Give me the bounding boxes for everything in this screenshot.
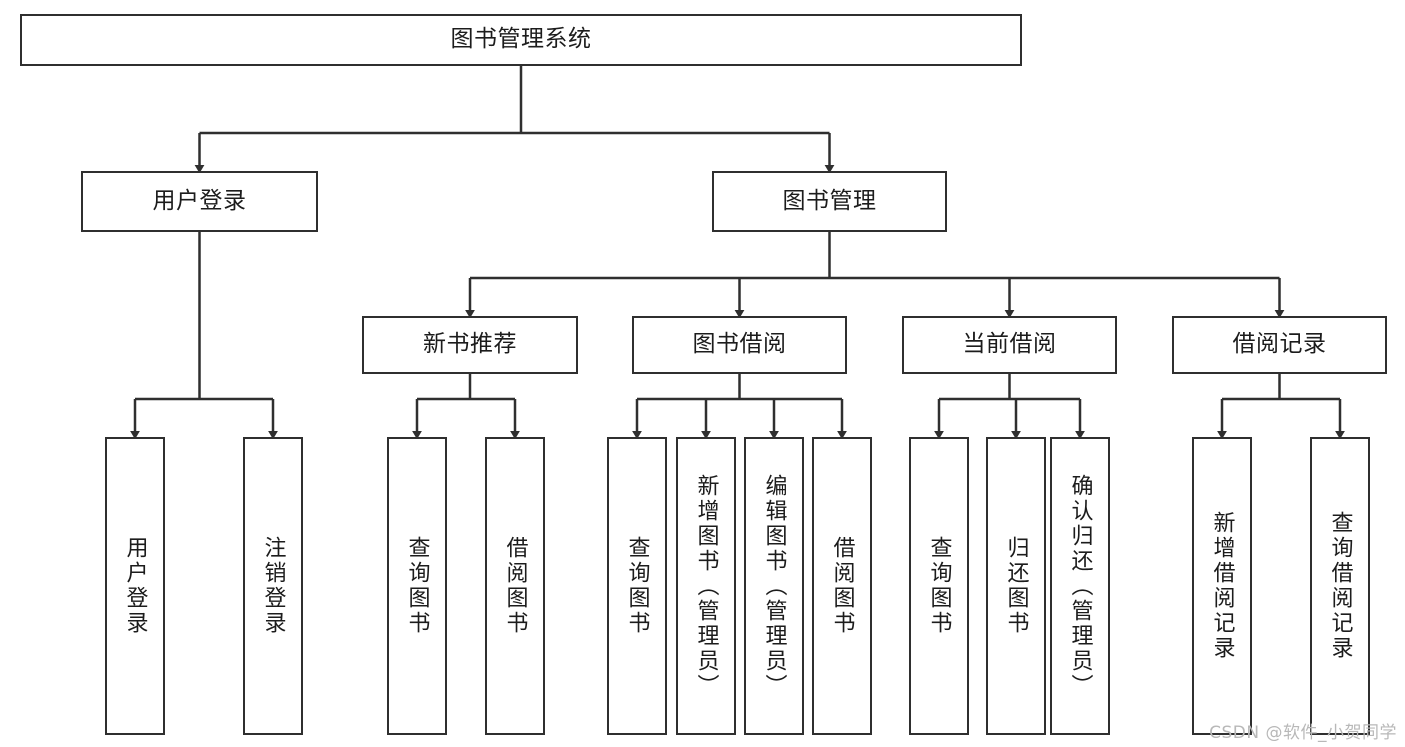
node-leaf-bb-borrow-label: 借阅图书 xyxy=(829,536,855,636)
node-new-book-rec-label: 新书推荐 xyxy=(423,331,517,358)
node-leaf-user-login-label: 用户登录 xyxy=(122,536,148,636)
node-leaf-bb-query[interactable]: 查询图书 xyxy=(607,437,667,735)
node-current-borrow[interactable]: 当前借阅 xyxy=(902,316,1117,374)
node-leaf-rec-query[interactable]: 查询图书 xyxy=(387,437,447,735)
node-book-borrow[interactable]: 图书借阅 xyxy=(632,316,847,374)
node-leaf-bb-edit-label: 编辑图书（管理员） xyxy=(761,473,787,699)
node-leaf-rec-query-label: 查询图书 xyxy=(404,536,430,636)
node-book-manage[interactable]: 图书管理 xyxy=(712,171,947,232)
node-leaf-bb-query-label: 查询图书 xyxy=(624,536,650,636)
node-user-login[interactable]: 用户登录 xyxy=(81,171,318,232)
node-leaf-bb-add[interactable]: 新增图书（管理员） xyxy=(676,437,736,735)
node-new-book-rec[interactable]: 新书推荐 xyxy=(362,316,578,374)
node-leaf-rec-borrow-label: 借阅图书 xyxy=(502,536,528,636)
node-user-login-label: 用户登录 xyxy=(152,187,247,214)
node-book-borrow-label: 图书借阅 xyxy=(692,331,787,358)
node-current-borrow-label: 当前借阅 xyxy=(962,331,1057,358)
node-leaf-bb-edit[interactable]: 编辑图书（管理员） xyxy=(744,437,804,735)
node-leaf-br-add-label: 新增借阅记录 xyxy=(1209,511,1235,661)
node-leaf-br-add[interactable]: 新增借阅记录 xyxy=(1192,437,1252,735)
node-leaf-br-query[interactable]: 查询借阅记录 xyxy=(1310,437,1370,735)
node-leaf-user-logout[interactable]: 注销登录 xyxy=(243,437,303,735)
node-borrow-record[interactable]: 借阅记录 xyxy=(1172,316,1387,374)
node-leaf-bb-borrow[interactable]: 借阅图书 xyxy=(812,437,872,735)
node-leaf-rec-borrow[interactable]: 借阅图书 xyxy=(485,437,545,735)
node-leaf-cb-return[interactable]: 归还图书 xyxy=(986,437,1046,735)
node-root-label: 图书管理系统 xyxy=(450,26,592,53)
node-leaf-cb-query[interactable]: 查询图书 xyxy=(909,437,969,735)
node-root[interactable]: 图书管理系统 xyxy=(20,14,1022,66)
node-leaf-br-query-label: 查询借阅记录 xyxy=(1327,511,1353,661)
node-leaf-cb-return-label: 归还图书 xyxy=(1003,536,1029,636)
node-leaf-cb-confirm-label: 确认归还（管理员） xyxy=(1067,473,1093,699)
node-leaf-cb-query-label: 查询图书 xyxy=(926,536,952,636)
node-leaf-bb-add-label: 新增图书（管理员） xyxy=(693,473,719,699)
node-borrow-record-label: 借阅记录 xyxy=(1232,331,1327,358)
node-leaf-user-logout-label: 注销登录 xyxy=(260,536,286,636)
node-leaf-user-login[interactable]: 用户登录 xyxy=(105,437,165,735)
node-book-manage-label: 图书管理 xyxy=(782,187,877,214)
node-leaf-cb-confirm[interactable]: 确认归还（管理员） xyxy=(1050,437,1110,735)
